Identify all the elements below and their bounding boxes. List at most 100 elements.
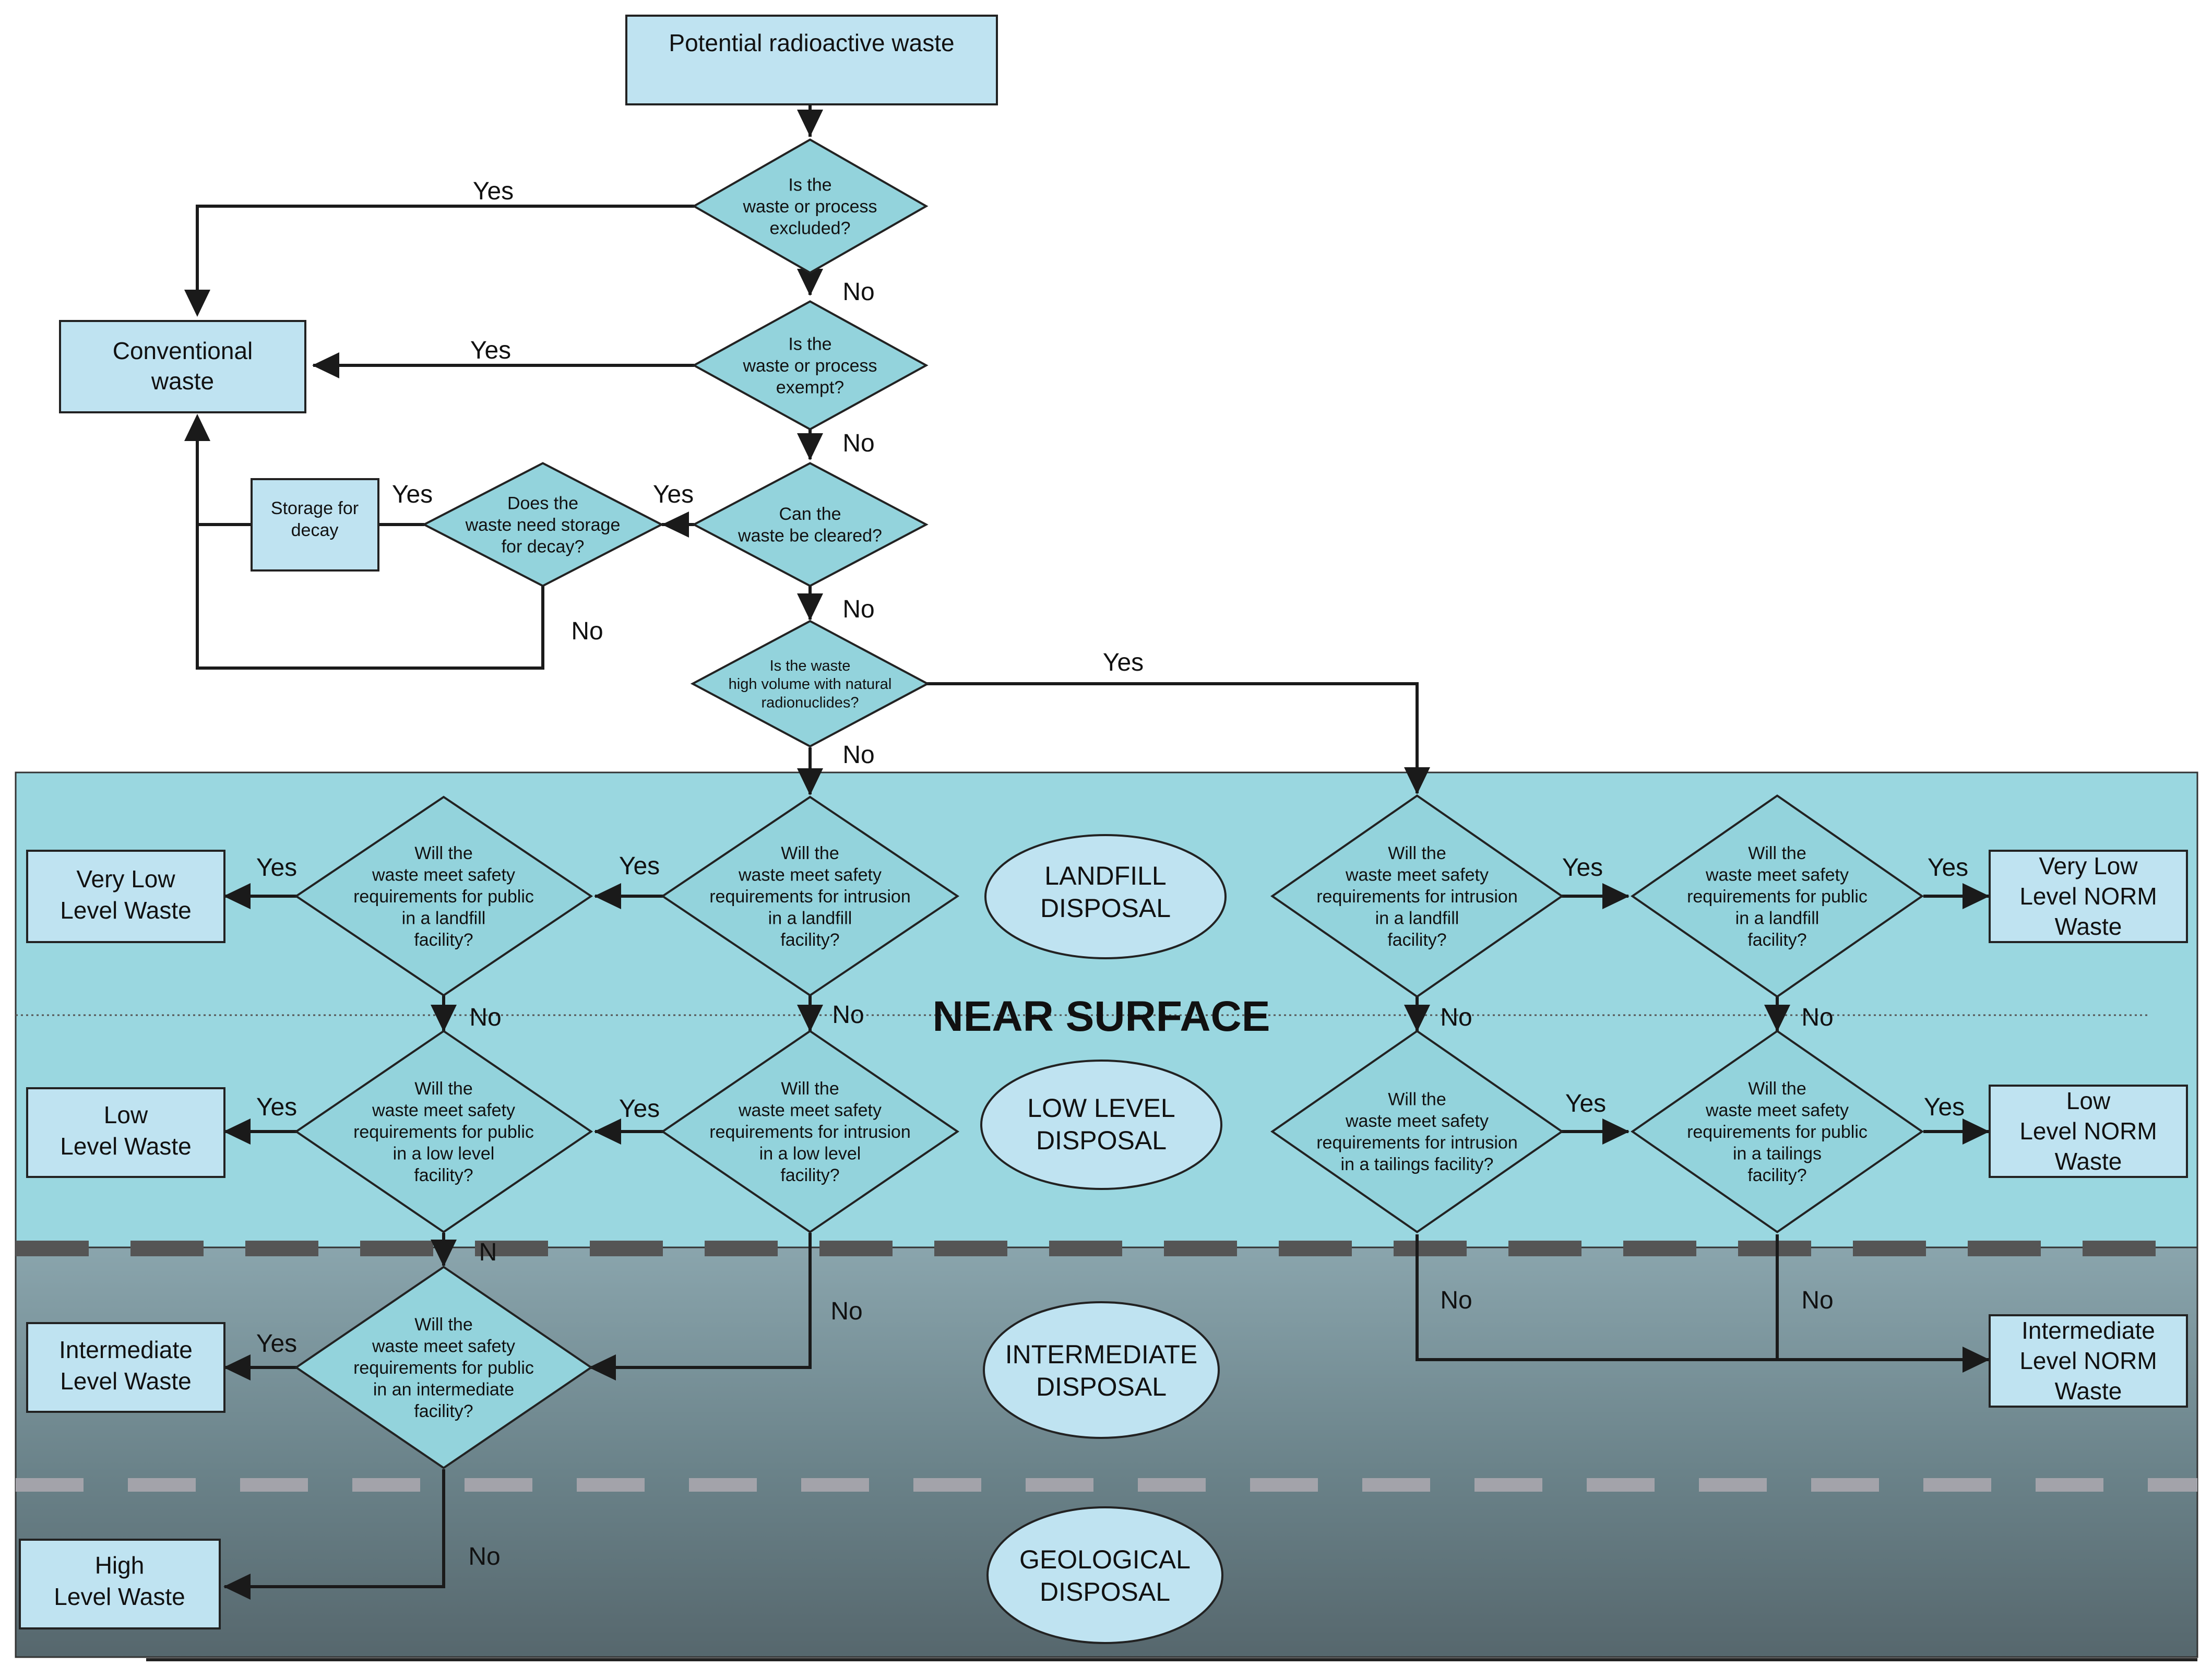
decision-question-line: requirements for public [353,887,534,907]
storage-for-decay-line2: decay [291,520,339,540]
decision-question-line: Will the [1388,843,1446,863]
storage-for-decay-box: Storage for decay [251,478,379,572]
decision-diamond-shape [692,462,929,587]
intermediate-zone-line1: INTERMEDIATE [1005,1340,1198,1369]
near-surface-label: NEAR SURFACE [933,993,1270,1040]
decision-question-line: waste meet safety [738,1100,882,1120]
decision-question-line: Is the [788,175,831,195]
vl-norm-line3: Waste [2055,913,2122,940]
hlw-line2: Level Waste [54,1583,185,1610]
no-label: No [469,1004,501,1031]
llw-box: Low Level Waste [26,1087,225,1178]
hlw-line1: High [95,1552,145,1579]
geological-zone-line2: DISPOSAL [1040,1577,1170,1606]
ilw-box: Intermediate Level Waste [26,1322,225,1413]
landfill-zone-line1: LANDFILL [1044,861,1166,890]
storage-for-decay-line1: Storage for [271,498,359,518]
decision-question-line: for decay? [502,537,585,556]
decision-question-line: in a low level [393,1144,495,1163]
decision-diamond-shape [1270,1030,1564,1233]
decision-question-line: waste need storage [465,515,621,535]
decision-question-line: waste meet safety [372,1100,515,1120]
llw-line2: Level Waste [60,1133,191,1160]
decision-question-line: in a tailings [1733,1144,1822,1163]
decision-diamond-shape [1270,794,1564,998]
vl-norm-box: Very Low Level NORM Waste [1989,850,2188,943]
decision-question-line: requirements for public [353,1358,534,1378]
vllw-line2: Level Waste [60,897,191,924]
decision-diamond-shape [660,1030,960,1233]
decision-question-line: facility? [1747,1165,1806,1185]
yes-label: Yes [473,177,514,205]
decision-diamond-shape [294,795,593,997]
decision-question-line: Will the [781,1079,839,1099]
decision-question-line: waste meet safety [1345,865,1489,885]
decision-question-line: Will the [781,843,839,863]
l-norm-line3: Waste [2055,1148,2122,1175]
decision-question-line: Will the [1388,1090,1446,1110]
decision-question-line: waste be cleared? [738,526,882,546]
llw-line1: Low [104,1101,148,1128]
intermediate-zone-line2: DISPOSAL [1036,1372,1167,1401]
decision-question-line: requirements for public [353,1122,534,1142]
no-label: No [1801,1287,1833,1314]
decision-question-line: waste meet safety [1345,1111,1489,1131]
conventional-waste-line2: waste [151,367,214,395]
geological-disposal-zone: GEOLOGICAL DISPOSAL [986,1506,1223,1644]
yes-label: Yes [1928,854,1968,882]
decision-question-line: facility? [414,1165,473,1185]
yes-label: Yes [1924,1093,1965,1121]
no-label: No [1440,1004,1472,1031]
decision-diamond-shape [660,795,960,997]
yes-label: Yes [256,1330,297,1358]
decision-question-line: facility? [1747,930,1806,950]
decision-question-line: excluded? [769,218,850,238]
low-level-zone-line2: DISPOSAL [1036,1126,1167,1155]
decision-question-line: Will the [414,843,472,863]
vl-norm-line1: Very Low [2039,852,2138,879]
yes-label: Yes [1562,854,1603,882]
decision-question-line: radionuclides? [761,695,859,711]
decision-diamond-shape [294,1266,593,1469]
vllw-box: Very Low Level Waste [26,850,225,943]
vl-norm-line2: Level NORM [2019,883,2157,910]
no-label: No [1440,1287,1472,1314]
decision-question-line: in a tailings facility? [1341,1155,1494,1174]
l-norm-line2: Level NORM [2019,1117,2157,1145]
decision-question-line: waste meet safety [372,1336,515,1356]
no-label: No [830,1298,862,1325]
decision-question-line: exempt? [776,377,844,397]
no-label: No [842,278,874,306]
yes-label: Yes [256,854,297,882]
decision-question-line: facility? [1387,930,1446,950]
decision-diamond-shape [690,620,930,748]
no-label: No [842,430,874,457]
yes-label: Yes [1565,1090,1606,1117]
answer-labels: Yes No Yes No Yes Yes No No Yes No Yes Y… [256,177,1968,1570]
decision-question-line: waste meet safety [1705,1100,1849,1120]
start-box-label: Potential radioactive waste [669,29,954,56]
decision-diamond-shape [692,300,929,431]
decision-question-line: in a low level [759,1144,861,1163]
decision-question-line: in an intermediate [373,1379,514,1399]
decision-question-line: in a landfill [768,908,852,928]
decision-question-line: facility? [780,930,839,950]
yes-label: Yes [619,852,660,880]
decision-question-line: facility? [780,1165,839,1185]
decision-question-line: requirements for intrusion [709,887,911,907]
no-short-label: N [479,1239,497,1266]
decision-question-line: Is the [788,334,831,354]
decision-diamond-shape [1630,1030,1924,1233]
decision-question-line: requirements for public [1687,887,1868,907]
decision-question-line: requirements for intrusion [709,1122,911,1142]
l-norm-line1: Low [2066,1087,2111,1114]
